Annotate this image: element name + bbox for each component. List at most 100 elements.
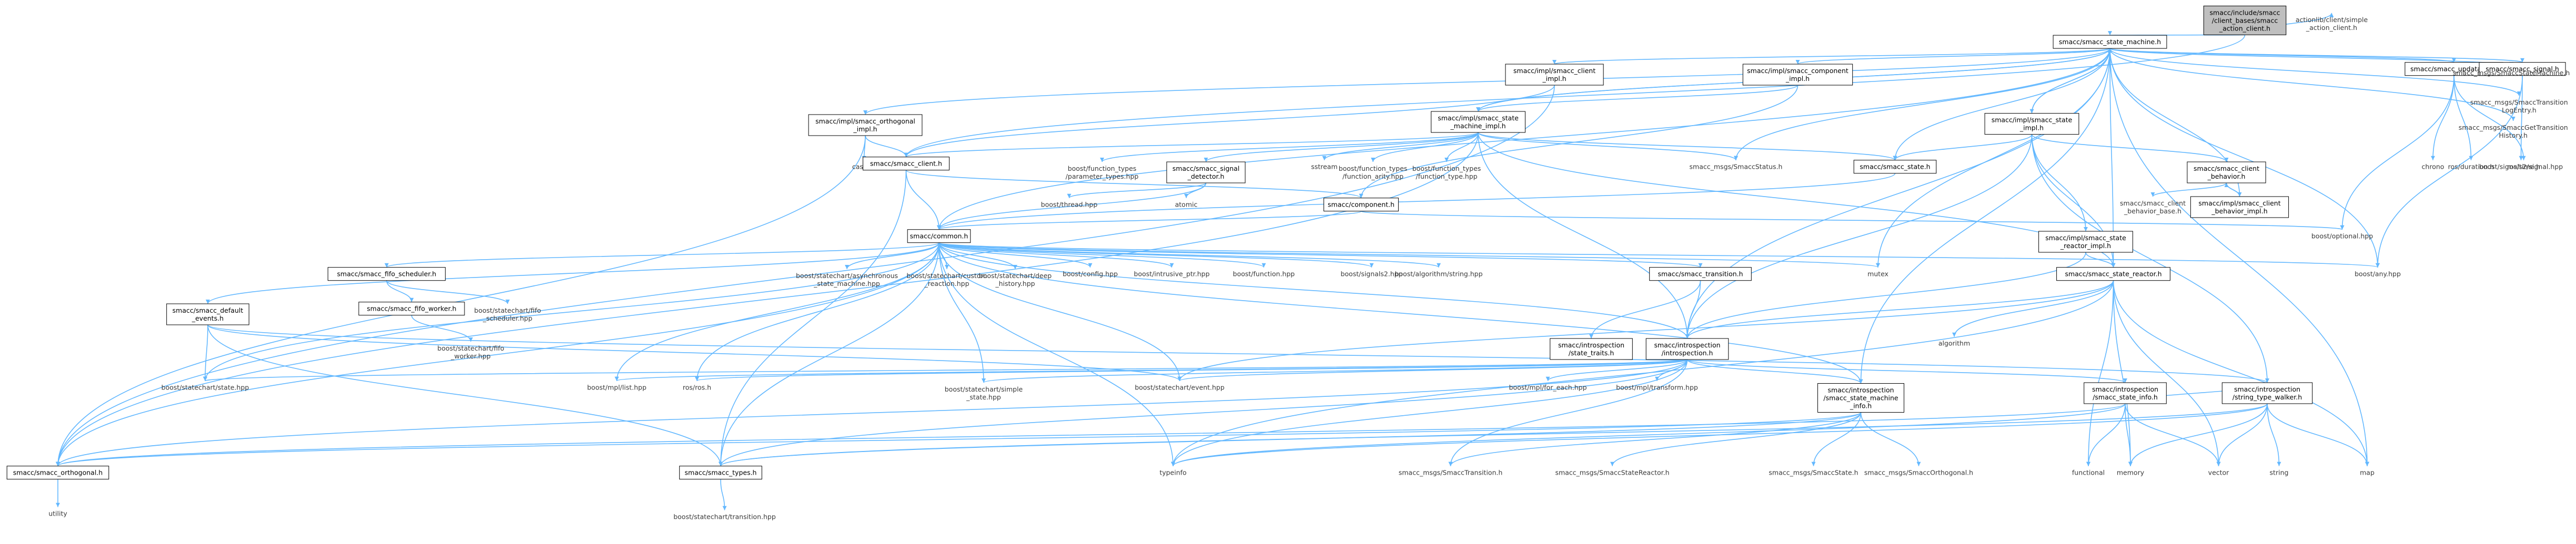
node-rostime: ros/time.h (2507, 163, 2540, 171)
edge-arrowhead-sm_impl-to-farity (1371, 158, 1375, 162)
node-label-cbbase-0: smacc/smacc_client (2120, 199, 2186, 207)
edge-def_events-to-types (207, 324, 721, 466)
edge-sm-to-updatable (2109, 48, 2454, 63)
edge-arrowhead-common-to-transition (1698, 263, 1703, 268)
edge-arrowhead-sigdet-to-thread (1067, 193, 1072, 198)
node-label-msg_tle-1: LogEntry.h (2502, 106, 2537, 114)
node-sm[interactable]: smacc/smacc_state_machine.h (2053, 35, 2167, 49)
node-label-thread-0: boost/thread.hpp (1041, 201, 1098, 209)
edge-common-to-mutex (938, 242, 1878, 268)
node-box-sr_impl (2038, 231, 2133, 253)
node-label-intrusive-0: boost/intrusive_ptr.hpp (1134, 270, 1209, 278)
node-state_impl[interactable]: smacc/impl/smacc_state_impl.h (1984, 113, 2079, 135)
node-statehpp: boost/statechart/state.hpp (161, 384, 249, 392)
node-orth_impl[interactable]: smacc/impl/smacc_orthogonal_impl.h (808, 114, 923, 136)
edge-client-to-types (720, 170, 907, 466)
node-signal[interactable]: smacc/smacc_signal.h (2479, 62, 2566, 76)
node-sigdet[interactable]: smacc/smacc_signal_detector.h (1166, 161, 1246, 183)
node-common[interactable]: smacc/common.h (907, 229, 971, 243)
node-label-atomic-0: atomic (1175, 201, 1198, 209)
node-state[interactable]: smacc/smacc_state.h (1853, 160, 1937, 174)
edge-arrowhead-sm_impl-to-sstream (1322, 156, 1327, 160)
edge-arrowhead-sm-to-signal (2520, 58, 2524, 63)
node-label-smi-2: _info.h (1850, 402, 1872, 410)
edge-arrowhead-common-to-any (2376, 263, 2380, 268)
edge-arrowhead-sm-to-msg_tle (2517, 91, 2521, 96)
node-vector: vector (2208, 469, 2230, 477)
edge-arrowhead-introspection-to-ssi (2123, 378, 2127, 383)
node-trans_hpp: boost/statechart/transition.hpp (673, 513, 776, 521)
node-cbimpl[interactable]: smacc/impl/smacc_client_behavior_impl.h (2190, 196, 2289, 218)
edge-common-to-algostr (938, 242, 1439, 268)
node-box-types (679, 466, 762, 480)
node-client_impl[interactable]: smacc/impl/smacc_client_impl.h (1505, 64, 1604, 86)
node-label-deep_h-1: _history.hpp (995, 280, 1035, 288)
node-transition[interactable]: smacc/smacc_transition.h (1649, 267, 1752, 281)
node-introspection[interactable]: smacc/introspection/introspection.h (1645, 338, 1729, 360)
edge-common-to-rosros (696, 242, 940, 381)
edge-updatable-to-chrono (2432, 75, 2454, 160)
node-root[interactable]: smacc/include/smacc/client_bases/smacc_a… (2203, 5, 2287, 35)
node-types[interactable]: smacc/smacc_types.h (679, 466, 762, 480)
edge-updatable-to-optional (2341, 75, 2454, 230)
node-smi[interactable]: smacc/introspection/smacc_state_machine_… (1817, 383, 1904, 413)
node-label-string-0: string (2270, 469, 2289, 477)
edge-arrowhead-sreactor-to-introspection (1685, 334, 1690, 338)
edge-introspection-to-statehpp (205, 359, 1688, 382)
node-optional: boost/optional.hpp (2311, 232, 2373, 240)
edge-arrowhead-ssi-to-orthogonal (56, 461, 60, 466)
node-sr_impl[interactable]: smacc/impl/smacc_state_reactor_impl.h (2038, 231, 2133, 253)
node-map: map (2360, 469, 2375, 477)
edge-arrowhead-sigdet-to-atomic (1184, 193, 1188, 198)
edge-arrowhead-updatable-to-rosdur (2469, 156, 2473, 160)
edge-arrowhead-sm-to-component_impl (1795, 60, 1800, 64)
node-any: boost/any.hpp (2355, 270, 2401, 278)
node-msg_trans: smacc_msgs/SmaccTransition.h (1399, 469, 1503, 477)
edge-arrowhead-fifo_sched-to-fifo_worker (409, 297, 414, 302)
edge-sm-to-map (2109, 48, 2368, 466)
node-component[interactable]: smacc/component.h (1324, 198, 1399, 212)
node-label-straits-1: /state_traits.h (1569, 349, 1614, 357)
edge-sm_impl-to-client (905, 132, 1479, 158)
edge-sm_impl-to-msg_status (1478, 132, 1736, 161)
edge-common-to-simple_state (938, 242, 984, 383)
edge-arrowhead-component_impl-to-sm_impl (1476, 107, 1480, 111)
node-box-orth_impl (808, 114, 923, 136)
edge-stw-to-types (720, 403, 2268, 467)
edge-sm-to-state (1894, 48, 2110, 160)
node-label-config-0: boost/config.hpp (1063, 270, 1118, 278)
edge-state_impl-to-sr_impl (2031, 134, 2086, 232)
node-def_events[interactable]: smacc/smacc_default_events.h (166, 303, 249, 325)
node-component_impl[interactable]: smacc/impl/smacc_component_impl.h (1742, 64, 1853, 86)
node-sm_impl[interactable]: smacc/impl/smacc_state_machine_impl.h (1431, 111, 1526, 133)
edge-arrowhead-state_impl-to-sr_impl (2084, 227, 2088, 231)
node-label-farity-0: boost/function_types (1339, 165, 1408, 172)
edge-sreactor-to-typeinfo (1173, 280, 2114, 466)
node-cb[interactable]: smacc/smacc_client_behavior.h (2187, 161, 2266, 183)
node-straits[interactable]: smacc/introspection/state_traits.h (1550, 338, 1633, 360)
node-memory: memory (2117, 469, 2145, 477)
edge-def_events-to-stw (207, 324, 2268, 383)
edge-arrowhead-state_impl-to-state (1893, 156, 1897, 160)
edge-arrowhead-smi-to-msg_state (1811, 461, 1816, 466)
edge-arrowhead-introspection-to-event (1177, 376, 1182, 381)
node-fifo_sched[interactable]: smacc/smacc_fifo_scheduler.h (327, 267, 446, 281)
node-stw[interactable]: smacc/introspection/string_type_walker.h (2221, 382, 2313, 404)
node-ssi[interactable]: smacc/introspection/smacc_state_info.h (2084, 382, 2167, 404)
node-label-simple_state-0: boost/statechart/simple (945, 385, 1023, 393)
edge-cb-to-cbbase (2152, 182, 2227, 197)
node-sreactor[interactable]: smacc/smacc_state_reactor.h (2056, 267, 2170, 281)
node-orthogonal[interactable]: smacc/smacc_orthogonal.h (6, 466, 109, 480)
edge-arrowhead-common-to-signals2 (1369, 263, 1374, 268)
node-client[interactable]: smacc/smacc_client.h (863, 157, 949, 171)
node-fifo_worker[interactable]: smacc/smacc_fifo_worker.h (358, 302, 465, 316)
node-function: boost/function.hpp (1233, 270, 1295, 278)
edge-common-to-smi (938, 242, 1862, 384)
node-label-fifo_worker_b-0: boost/statechart/fifo (437, 344, 504, 352)
node-label-state-0: smacc/smacc_state.h (1860, 163, 1930, 171)
edge-common-to-any (938, 242, 2378, 268)
node-label-ssi-0: smacc/introspection (2092, 385, 2158, 393)
node-box-ssi (2084, 382, 2167, 404)
